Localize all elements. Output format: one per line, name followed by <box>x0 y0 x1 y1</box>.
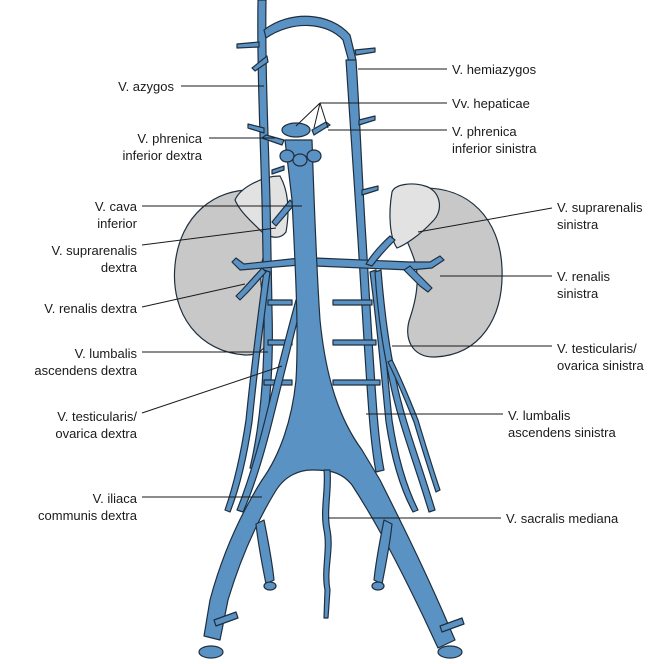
leader-suprarenalis-sinistra <box>417 207 553 233</box>
iliac-tributary <box>213 611 239 627</box>
label-renalis-sinistra-line-2: sinistra <box>557 286 599 301</box>
label-phrenica-sinistra-line-2: inferior sinistra <box>452 141 537 156</box>
label-renalis-dextra-line-1: V. renalis dextra <box>44 301 137 316</box>
label-phrenica-dextra: V. phrenica inferior dextra <box>123 130 202 164</box>
hepatic-vein-opening <box>306 149 322 163</box>
label-sacralis-mediana: V. sacralis mediana <box>506 510 618 527</box>
label-suprarenalis-sinistra-line-2: sinistra <box>557 217 599 232</box>
iliac-tributary <box>439 617 465 633</box>
right-iliac-vein-end <box>198 645 224 659</box>
leader-hepaticae-branch <box>319 102 329 129</box>
label-cava-inferior: V. cava inferior <box>95 198 137 232</box>
label-suprarenalis-sinistra: V. suprarenalis sinistra <box>557 199 643 233</box>
label-hemiazygos: V. hemiazygos <box>452 61 536 78</box>
label-lumbalis-dextra: V. lumbalis ascendens dextra <box>34 345 137 379</box>
label-phrenica-sinistra-line-1: V. phrenica <box>452 124 517 139</box>
label-iliaca-dextra-line-1: V. iliaca <box>92 491 137 506</box>
label-renalis-sinistra-line-1: V. renalis <box>557 269 610 284</box>
label-phrenica-dextra-line-1: V. phrenica <box>137 131 202 146</box>
label-suprarenalis-dextra: V. suprarenalis dextra <box>51 242 137 276</box>
leader-hepaticae-branch <box>313 102 321 129</box>
label-sacralis-mediana-line-1: V. sacralis mediana <box>506 511 619 526</box>
right-renal-vein-branch <box>235 267 267 301</box>
hemiazygos-tributary <box>358 115 376 126</box>
left-renal-vein <box>314 255 445 271</box>
label-suprarenalis-dextra-line-1: V. suprarenalis <box>51 243 137 258</box>
label-phrenica-dextra-line-2: inferior dextra <box>122 148 202 163</box>
azygos-tributary <box>247 123 265 134</box>
hepatic-vein-opening <box>279 149 295 163</box>
label-testicularis-dextra-line-2: ovarica dextra <box>55 426 137 441</box>
label-testicularis-dextra: V. testicularis/ ovarica dextra <box>55 408 137 442</box>
inferior-vena-cava <box>203 139 456 649</box>
label-iliaca-dextra-line-2: communis dextra <box>38 508 137 523</box>
lumbar-vein <box>332 339 377 346</box>
right-iliac-tributary-end <box>263 581 277 591</box>
leader-hepaticae-branch <box>295 102 321 127</box>
left-suprarenal-vein <box>365 235 396 267</box>
label-renalis-dextra: V. renalis dextra <box>44 300 137 317</box>
label-testicularis-sinistra: V. testicularis/ ovarica sinistra <box>557 340 644 374</box>
label-testicularis-sinistra-line-2: ovarica sinistra <box>557 358 644 373</box>
lumbar-vein <box>332 299 373 306</box>
iliac-tributary <box>373 519 393 585</box>
left-iliac-vein-end <box>437 645 463 659</box>
azygos-tributary <box>236 41 260 49</box>
label-lumbalis-dextra-line-2: ascendens dextra <box>34 363 137 378</box>
phrenic-vein-left <box>311 121 331 136</box>
label-hemiazygos-line-1: V. hemiazygos <box>452 62 537 77</box>
testicular-vein-left <box>374 269 436 513</box>
testicular-vein-right <box>236 299 303 513</box>
label-cava-inferior-line-2: inferior <box>97 216 137 231</box>
label-suprarenalis-sinistra-line-1: V. suprarenalis <box>557 200 643 215</box>
azygos-tributary <box>251 55 269 72</box>
left-renal-vein-branch <box>403 265 433 293</box>
label-lumbalis-dextra-line-1: V. lumbalis <box>74 346 137 361</box>
label-renalis-sinistra: V. renalis sinistra <box>557 268 610 302</box>
label-suprarenalis-dextra-line-2: dextra <box>100 260 137 275</box>
ascending-lumbar-vein-right <box>224 269 271 513</box>
label-hepaticae-line-1: Vv. hepaticae <box>452 96 530 111</box>
left-iliac-tributary-end <box>371 581 385 591</box>
label-lumbalis-sinistra: V. lumbalis ascendens sinistra <box>508 407 616 441</box>
label-lumbalis-sinistra-line-2: ascendens sinistra <box>508 425 616 440</box>
median-sacral-vein <box>321 469 332 619</box>
label-hepaticae: Vv. hepaticae <box>452 95 530 112</box>
lumbar-vein <box>267 299 293 306</box>
label-lumbalis-sinistra-line-1: V. lumbalis <box>508 408 571 423</box>
azygos-tributary <box>271 165 285 175</box>
hemiazygos-tributary <box>354 47 376 56</box>
hepatic-vein-opening <box>292 153 308 167</box>
leader-testicularis-dextra <box>141 365 283 414</box>
leader-renalis-dextra <box>141 283 246 308</box>
azygos-arch <box>263 15 357 63</box>
testicular-plexus-left <box>387 359 441 493</box>
label-iliaca-dextra: V. iliaca communis dextra <box>38 490 137 524</box>
label-testicularis-sinistra-line-1: V. testicularis/ <box>557 341 637 356</box>
label-cava-inferior-line-1: V. cava <box>94 199 137 214</box>
iliac-tributary <box>255 519 275 585</box>
hemiazygos-tributary <box>361 185 379 196</box>
left-adrenal-gland <box>389 183 441 249</box>
label-testicularis-dextra-line-1: V. testicularis/ <box>57 409 137 424</box>
label-phrenica-sinistra: V. phrenica inferior sinistra <box>452 123 537 157</box>
leader-suprarenalis-dextra <box>141 227 277 246</box>
lumbar-vein <box>332 379 381 386</box>
label-azygos-line-1: V. azygos <box>118 79 174 94</box>
hepatic-vein-opening <box>281 122 311 138</box>
label-azygos: V. azygos <box>118 78 174 95</box>
